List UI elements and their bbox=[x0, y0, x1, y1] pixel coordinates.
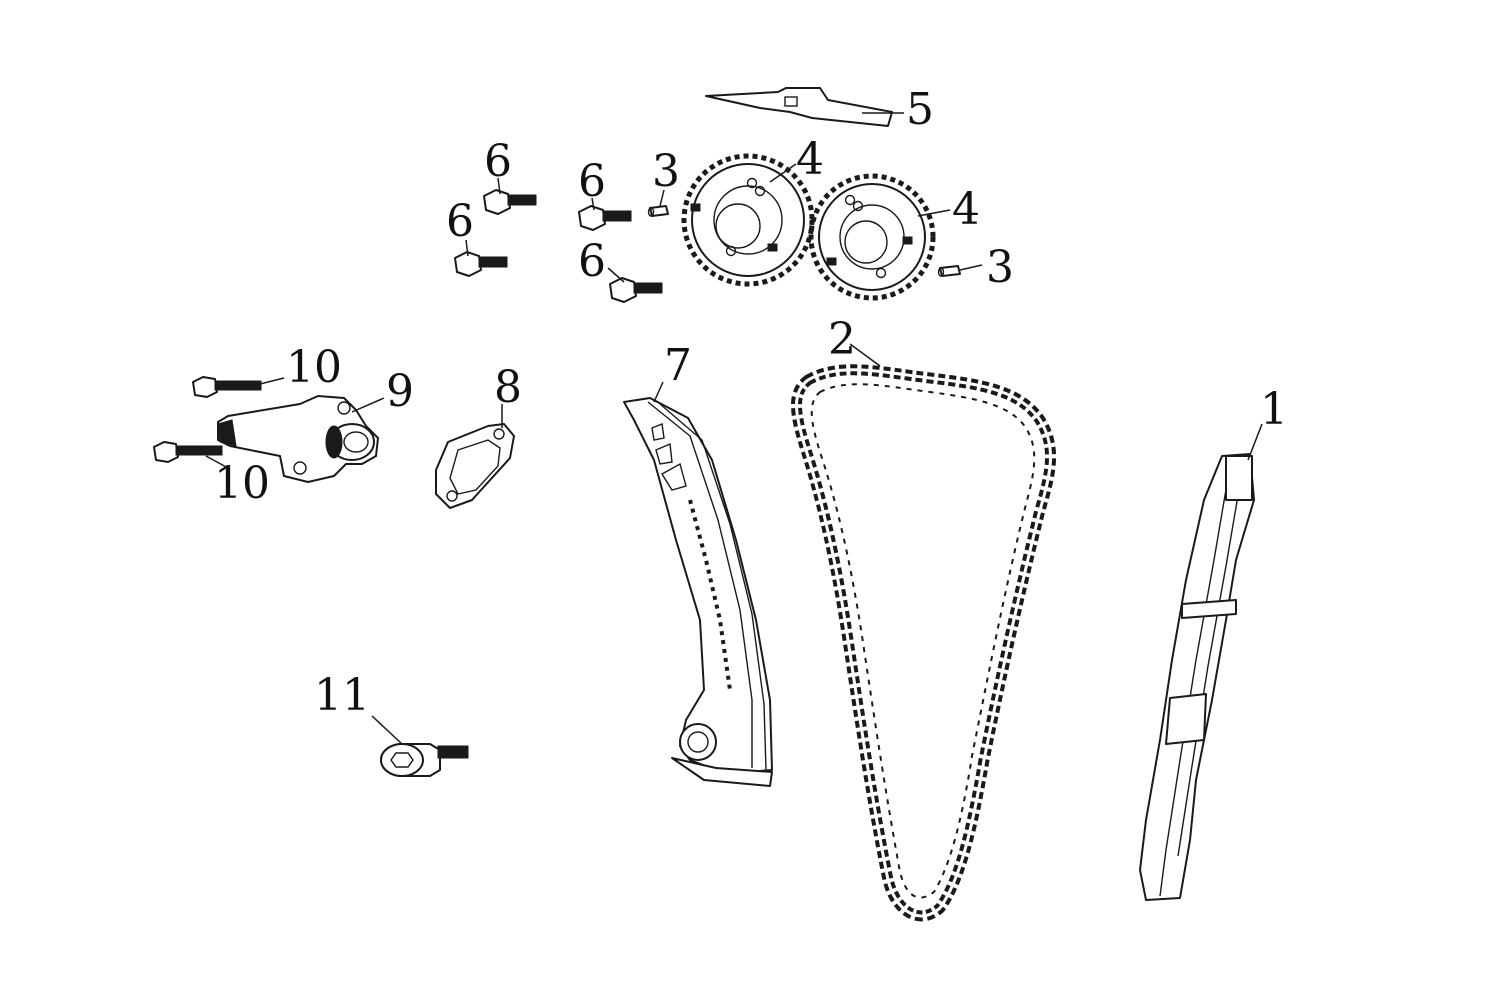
callout-6-c: 6 bbox=[578, 156, 606, 207]
callout-6-b: 6 bbox=[446, 196, 474, 247]
dowel-pin-right bbox=[937, 265, 961, 277]
callout-7: 7 bbox=[664, 340, 692, 391]
callout-11: 11 bbox=[314, 670, 370, 721]
callout-1: 1 bbox=[1260, 384, 1288, 435]
callout-10-lower: 10 bbox=[214, 458, 270, 509]
sprocket-bolt-2 bbox=[454, 251, 508, 277]
callout-5: 5 bbox=[906, 84, 934, 135]
callout-3-left: 3 bbox=[652, 146, 680, 197]
leader-lines bbox=[205, 112, 1263, 745]
callout-9: 9 bbox=[386, 366, 414, 417]
callout-6-d: 6 bbox=[578, 236, 606, 287]
callout-6-a: 6 bbox=[484, 136, 512, 187]
chain-tensioner bbox=[217, 395, 379, 483]
sprocket-bolt-1 bbox=[483, 189, 537, 215]
timing-chain bbox=[791, 364, 1056, 922]
callouts: 1 2 3 3 4 4 5 6 6 6 6 7 8 9 10 10 11 bbox=[214, 84, 1288, 721]
callout-4-right: 4 bbox=[952, 184, 980, 235]
sprocket-bolt-4 bbox=[609, 277, 663, 303]
callout-2: 2 bbox=[828, 314, 856, 365]
fixed-chain-guide bbox=[1139, 453, 1255, 901]
callout-10-upper: 10 bbox=[286, 342, 342, 393]
upper-chain-guide bbox=[705, 87, 893, 127]
callout-8: 8 bbox=[494, 362, 522, 413]
pivot-bolt bbox=[380, 743, 469, 777]
tensioner-bolt-upper bbox=[192, 376, 262, 398]
tensioner-bolt-lower bbox=[153, 441, 223, 463]
camshaft-sprocket-left bbox=[681, 153, 815, 287]
sprocket-bolt-3 bbox=[578, 205, 632, 231]
callout-3-right: 3 bbox=[986, 242, 1014, 293]
tensioner-gasket bbox=[435, 423, 515, 509]
dowel-pin-left bbox=[647, 205, 669, 217]
camshaft-sprocket-right bbox=[808, 173, 936, 301]
callout-4-left: 4 bbox=[796, 134, 824, 185]
tensioner-rail bbox=[623, 397, 773, 787]
